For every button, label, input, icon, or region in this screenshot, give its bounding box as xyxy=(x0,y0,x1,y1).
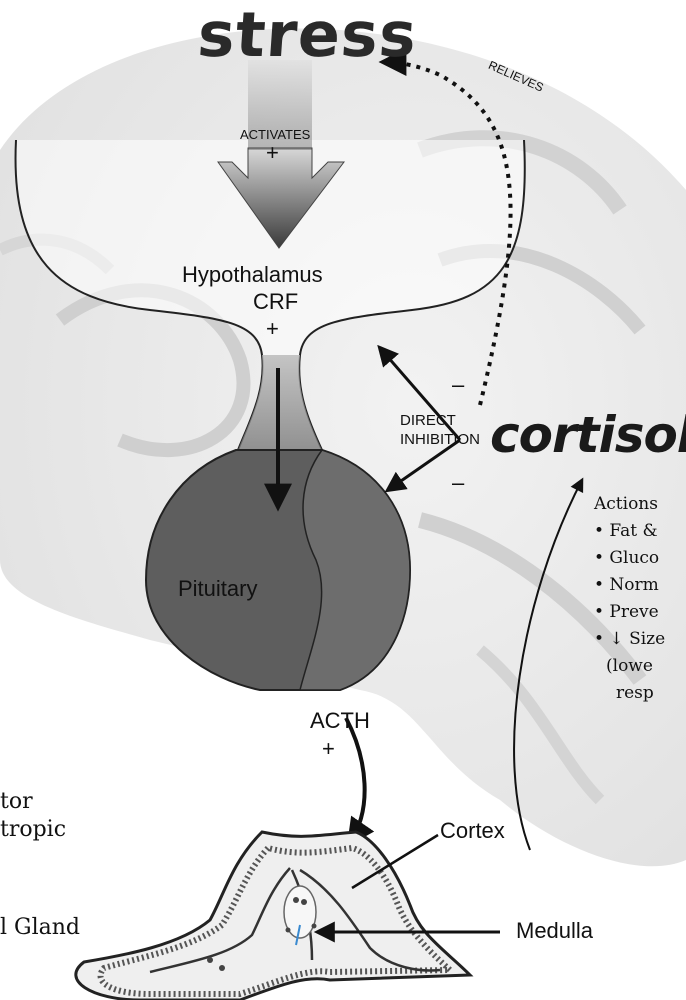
acth-plus: + xyxy=(322,736,335,762)
crf-plus: + xyxy=(266,316,279,342)
actions-item: resp xyxy=(616,683,654,703)
hypothalamus-label: Hypothalamus xyxy=(182,262,323,288)
cortisol-label: cortisol xyxy=(490,406,686,464)
left-text-line3: l Gland xyxy=(0,915,80,940)
actions-item: • Gluco xyxy=(594,548,659,568)
actions-item: • Fat & xyxy=(594,521,658,541)
acth-label: ACTH xyxy=(310,708,370,734)
inhibition-minus-top: – xyxy=(452,372,464,398)
cortex-label: Cortex xyxy=(440,818,505,844)
stress-title: stress xyxy=(195,0,419,71)
actions-item: • Preve xyxy=(594,602,659,622)
acth-arrow xyxy=(346,718,365,842)
crf-label: CRF xyxy=(253,289,298,315)
actions-item: • ↓ Size xyxy=(594,629,665,649)
pituitary-label: Pituitary xyxy=(178,576,257,602)
activates-plus: + xyxy=(266,140,279,166)
adrenal-gland xyxy=(76,832,470,1000)
left-text-line2: tropic xyxy=(0,817,66,842)
actions-heading: Actions xyxy=(594,494,658,514)
left-text-line1: tor xyxy=(0,789,33,814)
medulla-label: Medulla xyxy=(516,918,593,944)
inhibition-label-line2: INHIBITION xyxy=(400,431,480,448)
inhibition-minus-bottom: – xyxy=(452,470,464,496)
actions-item: • Norm xyxy=(594,575,659,595)
actions-item: (lowe xyxy=(606,656,653,676)
inhibition-label-line1: DIRECT xyxy=(400,412,456,429)
